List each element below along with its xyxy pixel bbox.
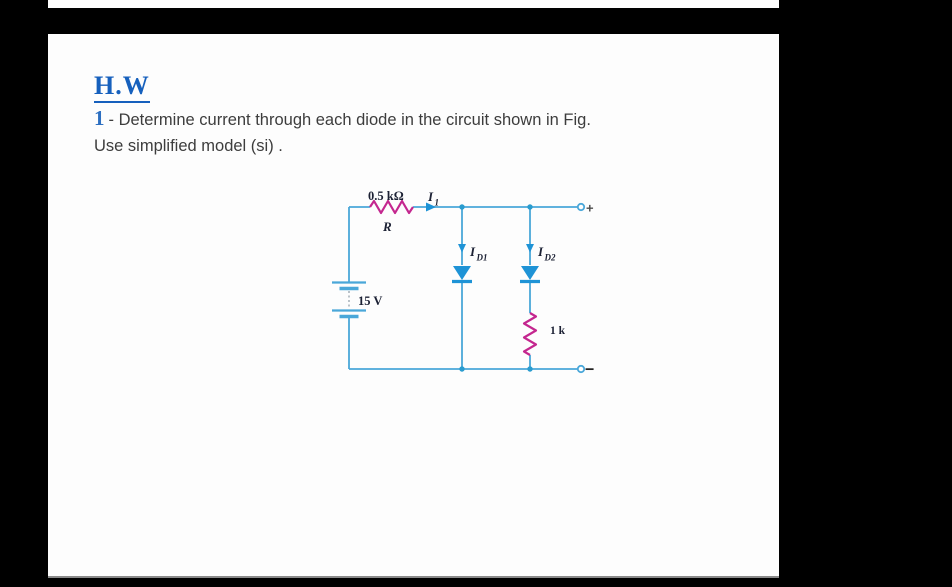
battery-15v (332, 281, 366, 319)
battery-voltage-label: 15 V (358, 294, 382, 308)
current-i1-subscript: 1 (435, 198, 440, 208)
terminal-negative-node (576, 364, 586, 374)
current-id2-subscript: D2 (544, 253, 556, 263)
heading-underlined-text: H.W (94, 71, 150, 103)
diode-D1 (452, 266, 472, 284)
problem-statement-line2: Use simplified model (si) . (94, 137, 283, 155)
circuit-figure: 0.5 kΩ R I 1 I D1 I D2 15 V 1 k + − (318, 175, 618, 385)
page-title: H.W (94, 71, 150, 103)
diode-D2 (520, 266, 540, 284)
slide: H.W 1- Determine current through each di… (48, 0, 779, 578)
current-id2-symbol: I (537, 244, 544, 259)
current-i1-symbol: I (427, 189, 434, 204)
current-arrow-id2 (526, 244, 534, 253)
problem-text: - Determine current through each diode i… (108, 111, 591, 129)
resistor-1k-zigzag (522, 312, 538, 356)
resistor-R-zigzag (369, 199, 414, 215)
current-arrow-id1 (458, 244, 466, 253)
terminal-minus-label: − (585, 362, 594, 379)
resistor-R-value-label: 0.5 kΩ (368, 189, 404, 203)
resistor-R-name-label: R (382, 219, 392, 234)
terminal-positive-node (576, 202, 586, 212)
terminal-plus-label: + (586, 201, 594, 216)
current-id1-subscript: D1 (476, 253, 488, 263)
problem-number: 1 (94, 106, 105, 130)
problem-statement-line1: 1- Determine current through each diode … (94, 106, 591, 133)
letterbox-top-bar (0, 8, 952, 34)
current-id1-symbol: I (469, 244, 476, 259)
resistor-1k-value-label: 1 k (550, 325, 566, 337)
circuit-diagram: 0.5 kΩ R I 1 I D1 I D2 15 V 1 k + − (332, 189, 594, 379)
current-arrow-i1 (426, 202, 436, 212)
junction-dots (459, 204, 533, 372)
